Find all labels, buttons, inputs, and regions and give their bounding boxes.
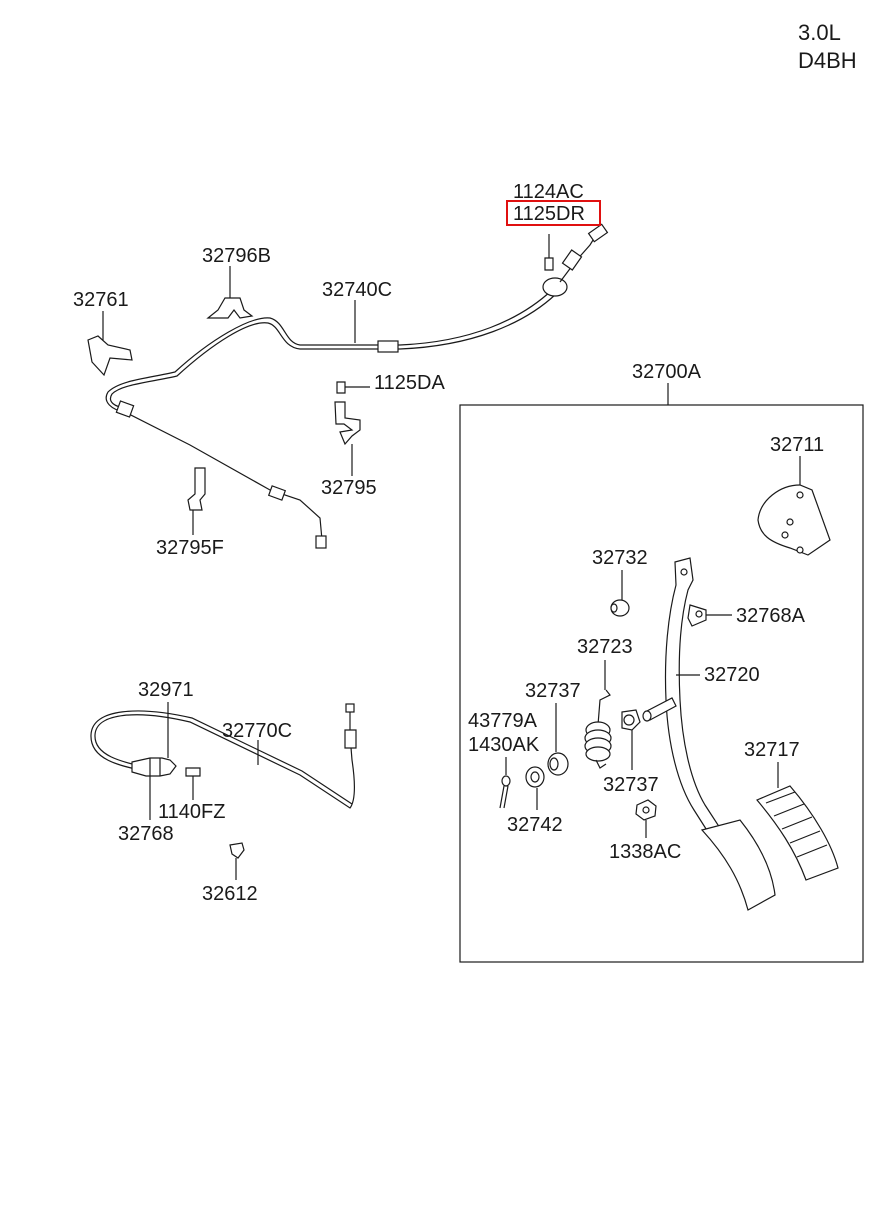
- label-32740C[interactable]: 32740C: [322, 279, 392, 301]
- label-32723[interactable]: 32723: [577, 636, 633, 658]
- screw-1140FZ: [185, 767, 201, 800]
- bolt-1125DR: [544, 234, 554, 271]
- cable-end-fitting: [267, 485, 287, 501]
- cable-end-pin: [587, 223, 609, 243]
- label-32711[interactable]: 32711: [770, 434, 824, 456]
- label-1124AC[interactable]: 1124AC: [513, 181, 584, 203]
- switch-32768: [131, 757, 177, 777]
- label-32737-left[interactable]: 32737: [525, 680, 581, 702]
- label-32795[interactable]: 32795: [321, 477, 377, 499]
- cable-32770C: [90, 703, 357, 809]
- bracket-32795F: [187, 467, 206, 535]
- clamp-32795: [334, 401, 361, 476]
- bracket-32761: [87, 311, 133, 377]
- nut-1338AC: [635, 799, 657, 821]
- label-1125DA[interactable]: 1125DA: [374, 372, 445, 394]
- label-32971[interactable]: 32971: [138, 679, 194, 701]
- assembly-box-32700A: [459, 404, 864, 963]
- clip-32796B: [206, 266, 254, 319]
- cotter-pin-1430AK: [499, 775, 511, 809]
- stopper-32732: [610, 599, 630, 617]
- engine-code: D4BH: [798, 48, 857, 73]
- label-1430AK[interactable]: 1430AK: [468, 734, 540, 756]
- cable-end-clip: [315, 535, 327, 549]
- pedal-arm-32720: [642, 557, 776, 911]
- cable-sleeve: [377, 340, 399, 353]
- label-32768A[interactable]: 32768A: [736, 605, 806, 627]
- label-32770C[interactable]: 32770C: [222, 720, 292, 742]
- cable-grommet: [115, 400, 135, 418]
- cable-adjuster: [561, 249, 583, 271]
- label-32732[interactable]: 32732: [592, 547, 648, 569]
- label-32737-right[interactable]: 32737: [603, 774, 659, 796]
- engine-displacement: 3.0L: [798, 20, 841, 45]
- label-1338AC[interactable]: 1338AC: [609, 841, 681, 863]
- return-spring-32723: [584, 689, 612, 769]
- label-32796B[interactable]: 32796B: [202, 245, 271, 267]
- label-32720[interactable]: 32720: [704, 664, 760, 686]
- label-1125DR[interactable]: 1125DR: [513, 203, 585, 225]
- highlight-box-1125DR: [506, 200, 601, 226]
- clip-32612: [229, 842, 245, 880]
- label-32768[interactable]: 32768: [118, 823, 174, 845]
- label-32700A[interactable]: 32700A: [632, 361, 702, 383]
- label-32612[interactable]: 32612: [202, 883, 258, 905]
- label-32717[interactable]: 32717: [744, 739, 800, 761]
- label-32761[interactable]: 32761: [73, 289, 129, 311]
- bolt-1125DA: [336, 381, 370, 394]
- label-32795F[interactable]: 32795F: [156, 537, 224, 559]
- pedal-pad-32717: [756, 785, 839, 881]
- cable-end-bracket: [542, 277, 568, 297]
- label-1140FZ[interactable]: 1140FZ: [158, 801, 225, 823]
- washer-32742: [525, 766, 545, 788]
- label-32742[interactable]: 32742: [507, 814, 563, 836]
- pedal-bracket-32711: [757, 484, 831, 556]
- accelerator-cable-32740C: [105, 223, 609, 549]
- label-43779A[interactable]: 43779A: [468, 710, 538, 732]
- bushing-32737-left: [547, 752, 569, 776]
- bushing-32737-right: [621, 709, 641, 731]
